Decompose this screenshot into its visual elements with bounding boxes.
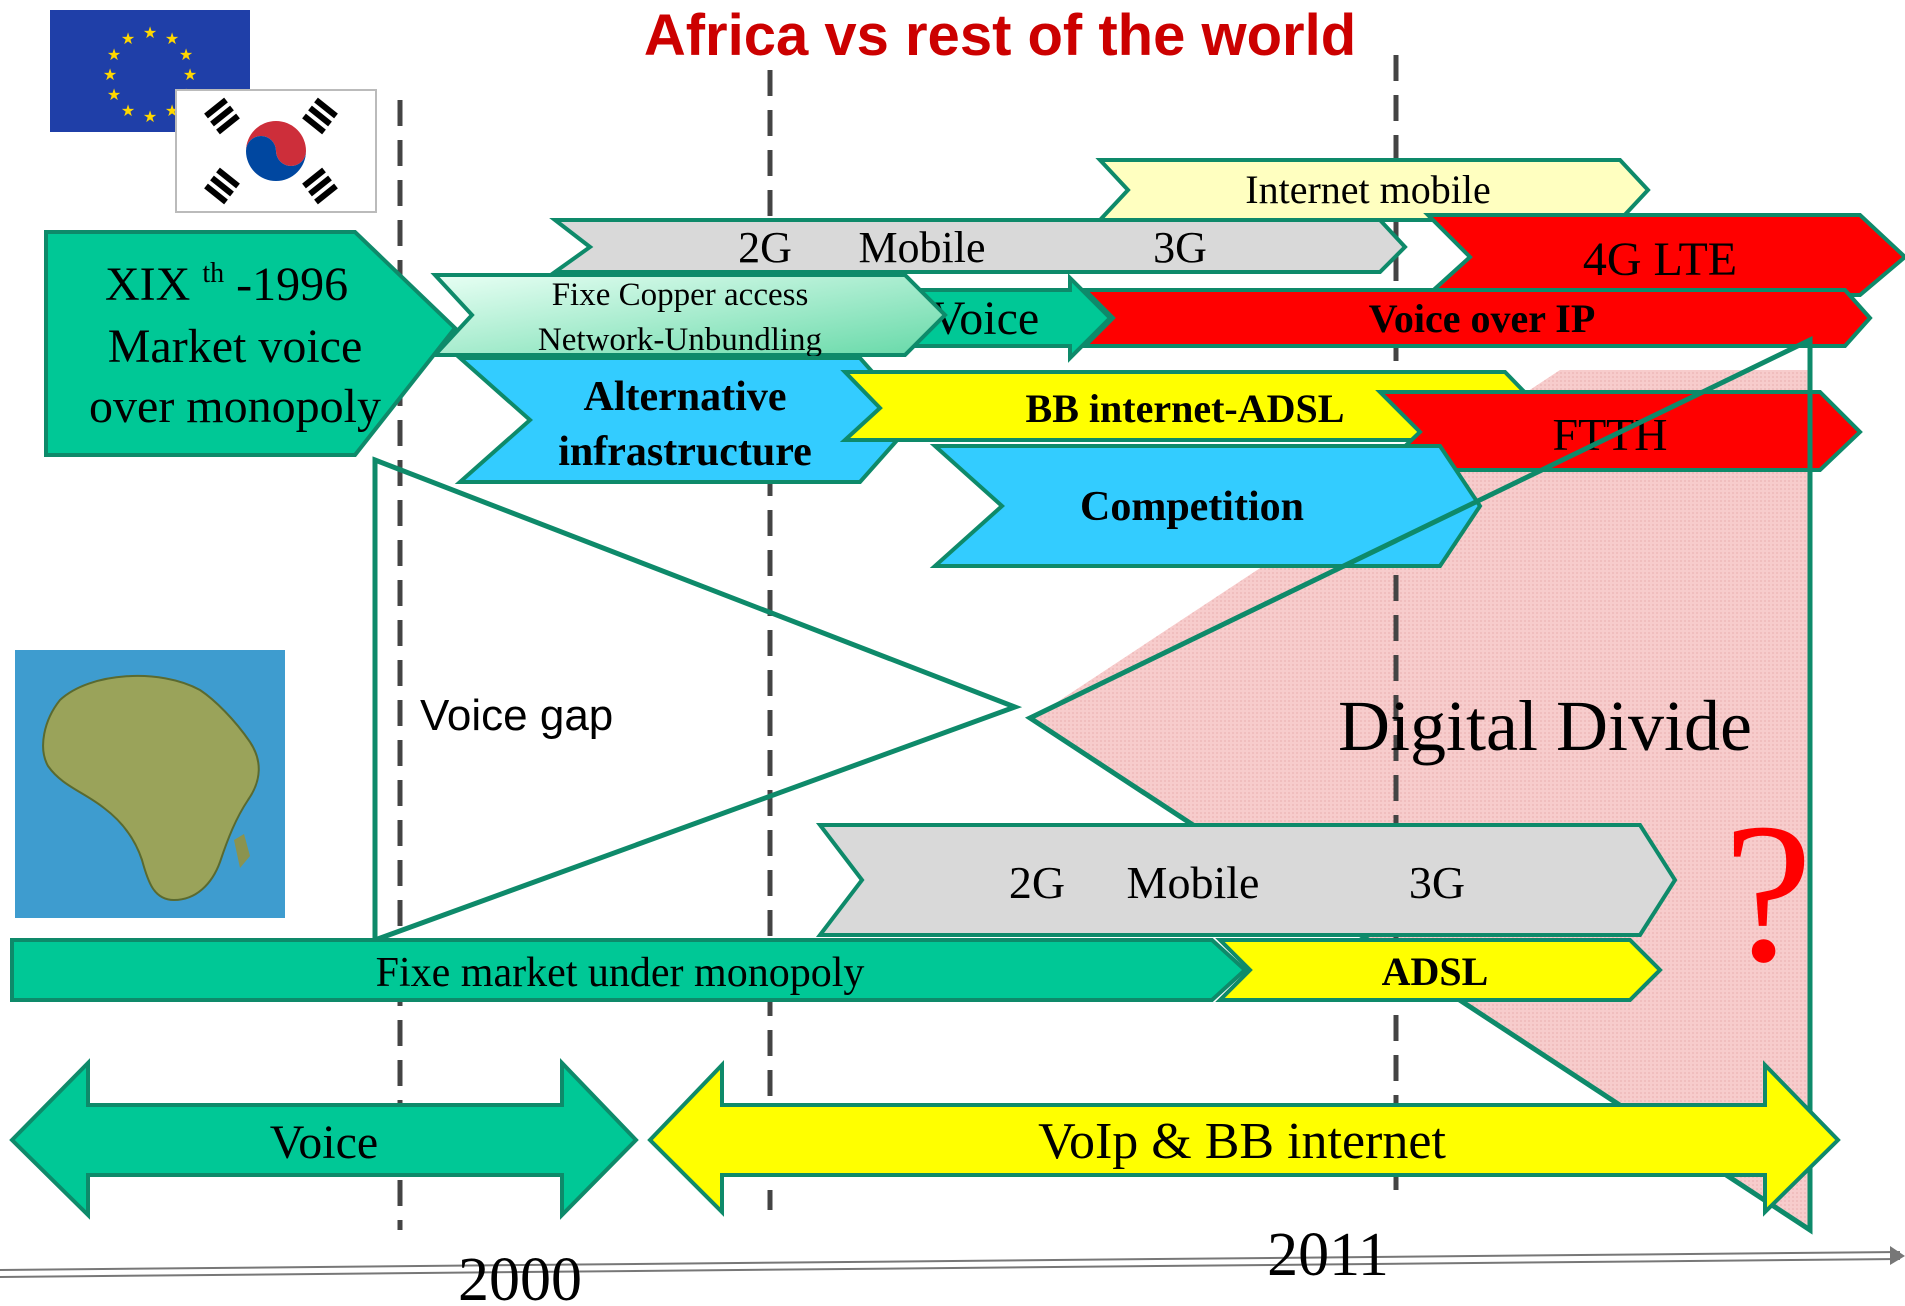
- voice-over-ip-arrow: Voice over IP: [1080, 288, 1873, 348]
- year-2011-label: 2011: [1267, 1221, 1389, 1289]
- svg-text:Voice over IP: Voice over IP: [1369, 296, 1596, 341]
- svg-text:Mobile: Mobile: [858, 223, 985, 272]
- svg-text:Fixe Copper access: Fixe Copper access: [552, 277, 809, 313]
- svg-text:★: ★: [183, 67, 197, 84]
- year-2000-label: 2000: [458, 1246, 582, 1306]
- fixe-monopoly-arrow: Fixe market under monopoly: [10, 938, 1248, 1002]
- voip-bb-era-arrow: VoIp & BB internet: [647, 1060, 1841, 1217]
- svg-text:Internet mobile: Internet mobile: [1245, 167, 1490, 212]
- south-korea-flag-icon: [175, 89, 377, 213]
- svg-text:★: ★: [121, 103, 135, 120]
- svg-text:3G: 3G: [1153, 223, 1207, 272]
- voice-gap-label: Voice gap: [420, 691, 613, 740]
- svg-text:Mobile: Mobile: [1127, 857, 1260, 908]
- time-axis: [0, 1246, 1905, 1278]
- internet-mobile-arrow: Internet mobile: [1095, 158, 1651, 222]
- svg-text:★: ★: [103, 67, 117, 84]
- svg-text:Voice: Voice: [270, 1116, 378, 1169]
- voice-gap-triangle: [372, 456, 1023, 944]
- svg-text:3G: 3G: [1409, 857, 1465, 908]
- question-mark: ?: [1724, 783, 1813, 1004]
- svg-text:★: ★: [165, 31, 179, 48]
- svg-text:★: ★: [143, 25, 157, 42]
- digital-divide-label: Digital Divide: [1338, 686, 1752, 766]
- svg-text:★: ★: [143, 109, 157, 126]
- alternative-infrastructure-arrow: Alternative infrastructure: [454, 356, 918, 484]
- svg-text:★: ★: [107, 87, 121, 104]
- svg-text:★: ★: [107, 47, 121, 64]
- digital-divide-area: [1030, 370, 1810, 1230]
- voice-era-arrow: Voice: [9, 1058, 639, 1220]
- svg-text:Market voice: Market voice: [108, 320, 363, 373]
- africa-adsl-arrow: ADSL: [1215, 938, 1663, 1002]
- svg-text:4G LTE: 4G LTE: [1583, 233, 1737, 286]
- svg-text:VoIp & BB internet: VoIp & BB internet: [1038, 1113, 1446, 1170]
- diagram-title: Africa vs rest of the world: [644, 3, 1356, 68]
- svg-text:2G: 2G: [1009, 857, 1065, 908]
- svg-text:★: ★: [121, 31, 135, 48]
- africa-mobile-arrow: 2G Mobile 3G: [815, 823, 1678, 937]
- voice-arrow-top: Voice: [878, 273, 1113, 363]
- svg-text:Alternative: Alternative: [584, 374, 787, 420]
- africa-map-icon: [15, 650, 285, 918]
- svg-text:Fixe market under monopoly: Fixe market under monopoly: [376, 950, 865, 996]
- svg-text:over monopoly: over monopoly: [89, 380, 381, 433]
- svg-text:BB internet-ADSL: BB internet-ADSL: [1026, 386, 1345, 431]
- svg-text:★: ★: [179, 47, 193, 64]
- svg-text:Network-Unbundling: Network-Unbundling: [538, 322, 822, 358]
- competition-arrow: Competition: [929, 444, 1483, 568]
- svg-text:Voice: Voice: [931, 292, 1039, 345]
- mobile-2g-3g-arrow: 2G Mobile 3G: [548, 218, 1408, 274]
- svg-text:ADSL: ADSL: [1382, 949, 1489, 994]
- bb-internet-adsl-arrow: BB internet-ADSL: [839, 370, 1543, 442]
- svg-text:infrastructure: infrastructure: [558, 429, 812, 475]
- svg-text:Competition: Competition: [1080, 484, 1304, 530]
- svg-text:2G: 2G: [738, 223, 792, 272]
- copper-unbundling-arrow: Fixe Copper access Network-Unbundling: [430, 273, 948, 358]
- lte-4g-arrow: 4G LTE: [1422, 213, 1905, 297]
